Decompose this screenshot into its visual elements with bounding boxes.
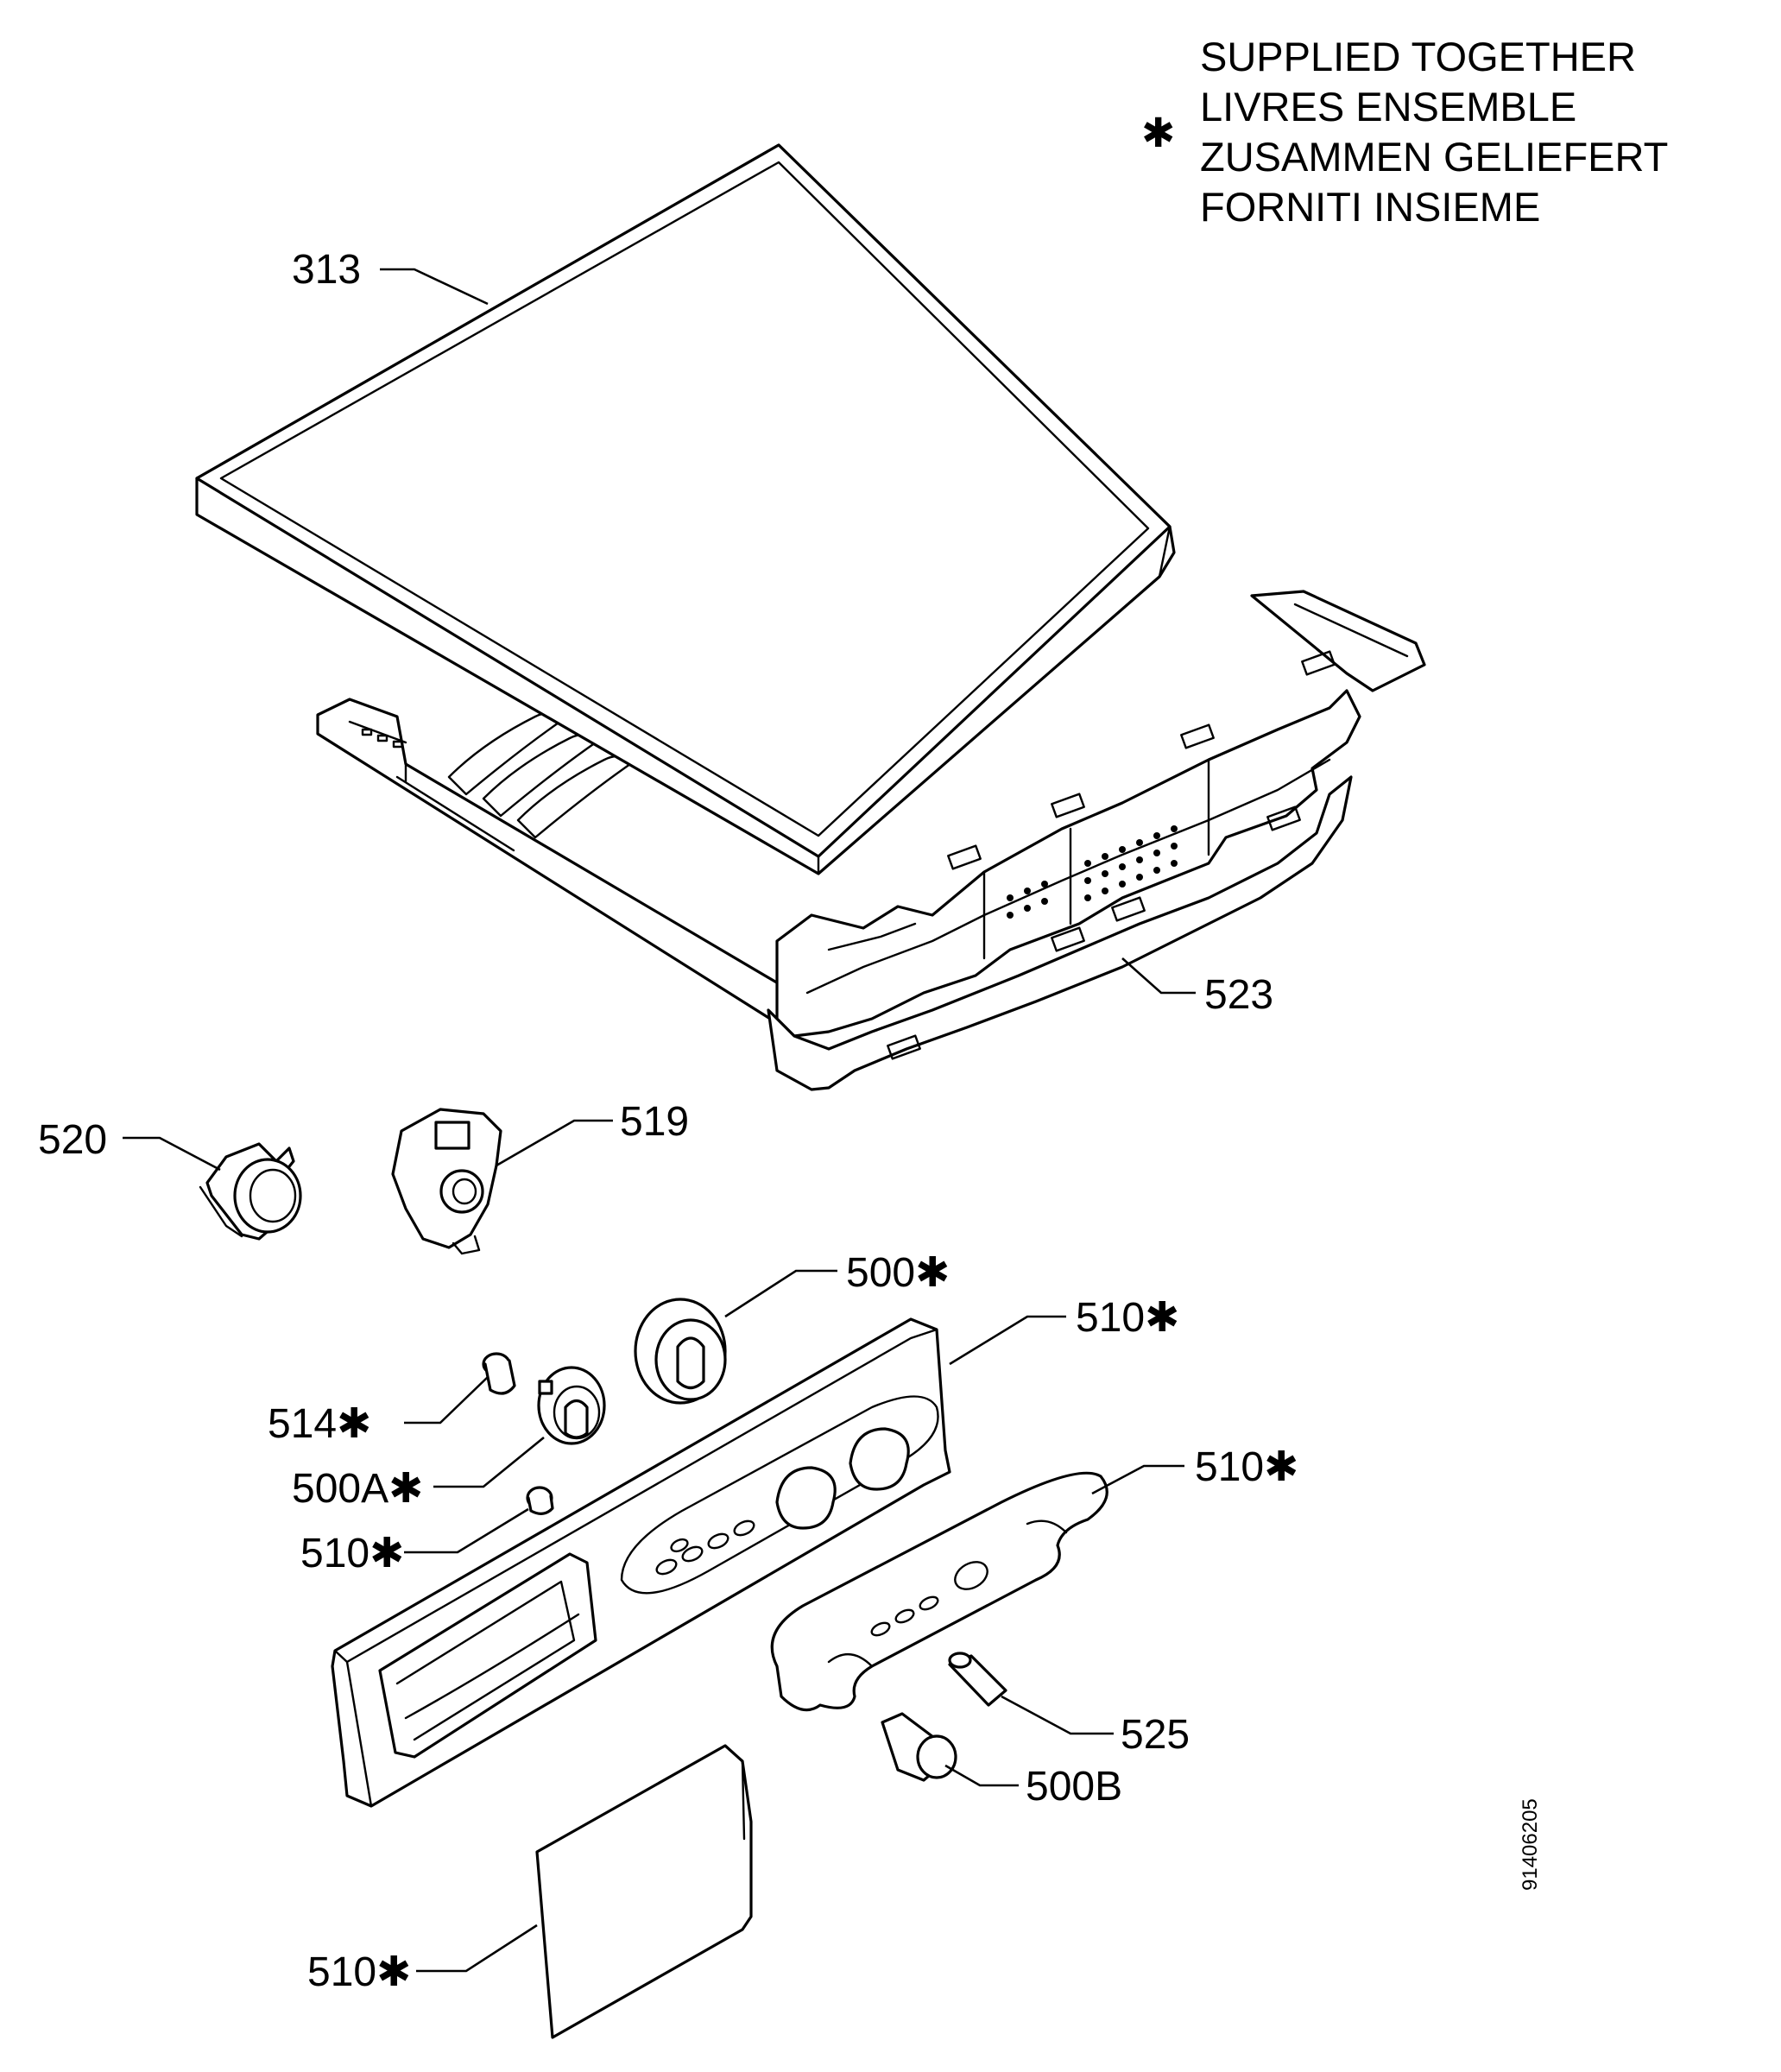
legend-line-de: ZUSAMMEN GELIEFERT: [1200, 134, 1668, 180]
label-500a: 500A✱: [292, 1466, 423, 1512]
part-519-bracket: [391, 1108, 502, 1255]
part-514-spacer: [482, 1352, 516, 1395]
label-523: 523: [1204, 972, 1273, 1018]
legend: ✱ SUPPLIED TOGETHER LIVRES ENSEMBLE ZUSA…: [1141, 34, 1668, 230]
legend-line-en: SUPPLIED TOGETHER: [1200, 34, 1636, 79]
part-525-pin: [948, 1652, 1007, 1707]
label-510-panel: 510✱: [1076, 1295, 1179, 1341]
label-313: 313: [292, 247, 361, 293]
part-510-control-panel: [331, 1317, 951, 1808]
leader-lines: [123, 268, 1196, 1973]
label-510-plate: 510✱: [1195, 1444, 1298, 1490]
label-525: 525: [1121, 1712, 1190, 1758]
label-520: 520: [38, 1117, 107, 1163]
label-500: 500✱: [846, 1250, 950, 1296]
label-510-door: 510✱: [307, 1949, 411, 1995]
part-500b-button: [881, 1712, 957, 1782]
part-500-knob: [634, 1298, 727, 1405]
part-510-small-button: [526, 1486, 554, 1515]
label-500b: 500B: [1026, 1764, 1122, 1810]
label-514: 514✱: [268, 1401, 371, 1447]
vent-holes: [1007, 825, 1178, 919]
legend-line-it: FORNITI INSIEME: [1200, 184, 1540, 230]
label-519: 519: [620, 1099, 689, 1145]
part-510-decor-plate: [770, 1471, 1108, 1712]
part-520-holder: [199, 1142, 302, 1241]
part-labels: 313 523 520 519 500✱ 510✱ 514✱ 500A✱ 510…: [38, 247, 1298, 1995]
legend-asterisk: ✱: [1141, 110, 1175, 155]
part-500a-knob: [537, 1366, 606, 1445]
label-510-small: 510✱: [300, 1531, 404, 1576]
part-313-worktop: [195, 143, 1176, 875]
drawing-code: 91406205: [1519, 1798, 1542, 1891]
legend-line-fr: LIVRES ENSEMBLE: [1200, 84, 1576, 130]
part-510-door: [535, 1744, 753, 2039]
